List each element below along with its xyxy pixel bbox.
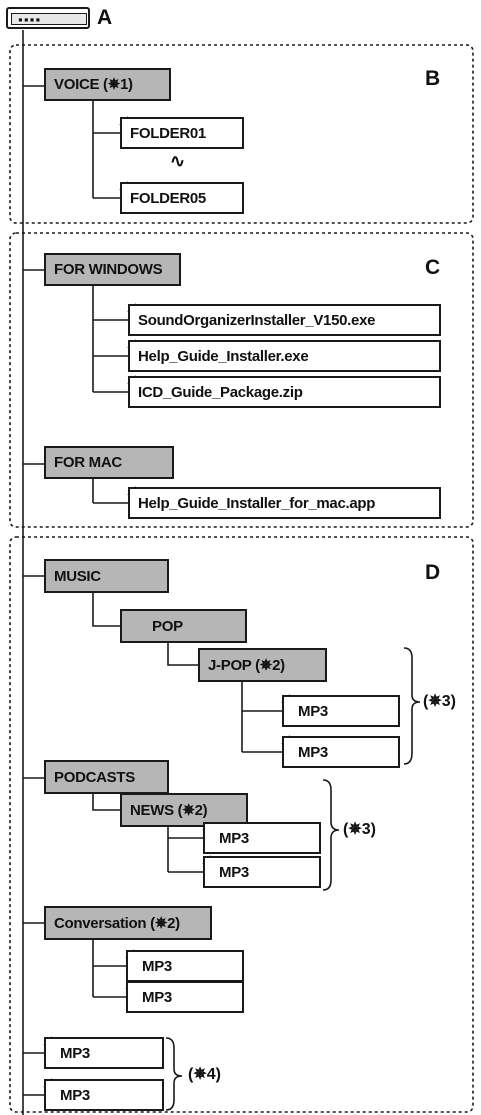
folder-conversation[interactable]: Conversation (✵2) [44,906,212,940]
folder-music[interactable]: MUSIC [44,559,169,593]
folder-j-pop[interactable]: J-POP (✵2) [198,648,327,682]
brace-root-mp3 [165,1037,183,1111]
memory-card-icon: ▪▪▪▪ [6,7,90,29]
folder-for-mac[interactable]: FOR MAC [44,446,174,479]
group-label-c: C [425,256,441,279]
group-frame-c [9,232,474,528]
file-icd-guide-package[interactable]: ICD_Guide_Package.zip [128,376,441,408]
file-conversation-mp3-2[interactable]: MP3 [126,981,244,1013]
memory-card-slot: ▪▪▪▪ [11,13,87,25]
folder-news[interactable]: NEWS (✵2) [120,793,248,827]
brace-news [322,779,340,891]
file-root-mp3-2[interactable]: MP3 [44,1079,164,1111]
folder-podcasts[interactable]: PODCASTS [44,760,169,794]
folder-for-windows[interactable]: FOR WINDOWS [44,253,181,286]
note-podcasts-3: (✵3) [343,821,376,838]
folder-folder01[interactable]: FOLDER01 [120,117,244,149]
note-root-4: (✵4) [188,1066,221,1083]
file-jpop-mp3-2[interactable]: MP3 [282,736,400,768]
folder-folder05[interactable]: FOLDER05 [120,182,244,214]
omission-mark: ∿ [170,151,186,171]
file-root-mp3-1[interactable]: MP3 [44,1037,164,1069]
file-jpop-mp3-1[interactable]: MP3 [282,695,400,727]
root-label: A [97,6,113,29]
brace-jpop [403,647,421,765]
file-help-guide-installer-mac[interactable]: Help_Guide_Installer_for_mac.app [128,487,441,519]
group-frame-b [9,44,474,224]
file-soundorganizer-installer[interactable]: SoundOrganizerInstaller_V150.exe [128,304,441,336]
file-help-guide-installer[interactable]: Help_Guide_Installer.exe [128,340,441,372]
note-music-3: (✵3) [423,693,456,710]
file-news-mp3-1[interactable]: MP3 [203,822,321,854]
file-conversation-mp3-1[interactable]: MP3 [126,950,244,982]
folder-pop[interactable]: POP [120,609,247,643]
file-news-mp3-2[interactable]: MP3 [203,856,321,888]
group-label-d: D [425,561,441,584]
group-label-b: B [425,67,441,90]
folder-voice[interactable]: VOICE (✵1) [44,68,171,101]
